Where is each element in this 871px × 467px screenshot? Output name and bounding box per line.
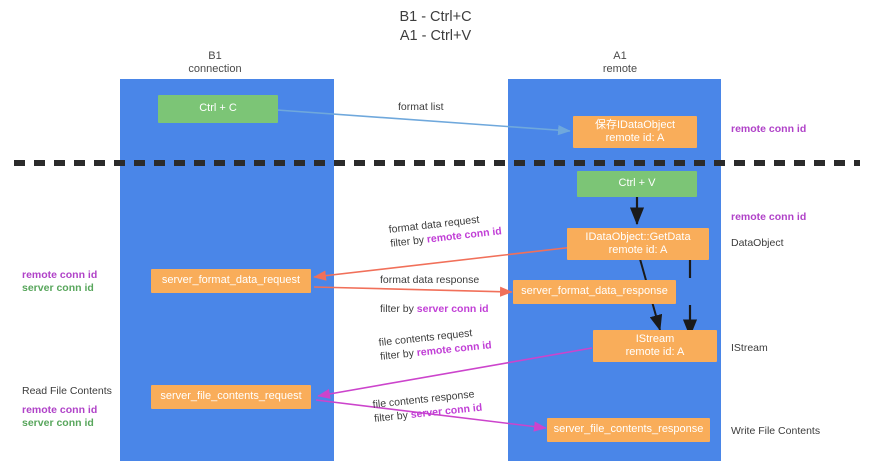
column-header-a1-sub: remote [602, 63, 638, 75]
edge-label-format-list: format list [398, 101, 444, 113]
edge-label-file-contents-response-group: file contents response filter by server … [372, 387, 483, 426]
edge-label-file-contents-request-group: file contents request filter by remote c… [378, 324, 492, 364]
edge-label-format-data-response: format data response [380, 274, 480, 286]
column-header-a1-name: A1 [613, 50, 627, 62]
node-server-file-contents-response[interactable]: server_file_contents_response [547, 418, 710, 442]
node-server-file-contents-request[interactable]: server_file_contents_request [151, 385, 311, 409]
edge-label-format-data-request-group: format data request filter by remote con… [388, 210, 502, 251]
annotation-right-dataobject: DataObject [731, 237, 784, 249]
node-idataobject-getdata-line2: remote id: A [608, 244, 668, 256]
node-idataobject-getdata[interactable]: IDataObject::GetData remote id: A [567, 228, 709, 260]
annotation-left-low-remote-conn-id: remote conn id [22, 404, 98, 416]
filter-prefix: filter by [389, 233, 428, 250]
annotation-left-low-server-conn-id: server conn id [22, 417, 94, 429]
node-server-file-contents-request-label: server_file_contents_request [160, 390, 302, 403]
filter-prefix: filter by [379, 347, 418, 363]
node-istream-line2: remote id: A [625, 346, 685, 358]
filter-prefix: filter by [380, 303, 417, 315]
filter-key-server-conn-id: server conn id [416, 303, 489, 315]
annotation-right-write-file-contents: Write File Contents [731, 425, 821, 437]
node-istream-line1: IStream [635, 332, 675, 345]
diagram-title-line1: B1 - Ctrl+C [399, 9, 472, 25]
column-header-b1-sub: connection [188, 63, 242, 75]
node-save-idataobject-line2: remote id: A [605, 132, 665, 144]
annotation-right-istream: IStream [731, 342, 768, 354]
node-ctrl-v-label: Ctrl + V [618, 177, 656, 190]
annotation-left-server-conn-id: server conn id [22, 282, 94, 294]
node-ctrl-v[interactable]: Ctrl + V [577, 171, 697, 197]
node-save-idataobject[interactable]: 保存IDataObject remote id: A [573, 116, 697, 148]
node-istream[interactable]: IStream remote id: A [593, 330, 717, 362]
annotation-right-remote-conn-id-mid: remote conn id [731, 211, 807, 223]
node-server-format-data-request-label: server_format_data_request [161, 274, 301, 287]
node-save-idataobject-line1: 保存IDataObject [594, 118, 676, 131]
filter-prefix: filter by [373, 409, 412, 425]
annotation-read-file-contents: Read File Contents [22, 385, 112, 397]
column-header-b1-name: B1 [208, 50, 222, 62]
node-idataobject-getdata-line1: IDataObject::GetData [585, 230, 691, 243]
node-server-format-data-response-label: server_format_data_response [521, 285, 668, 298]
annotation-right-remote-conn-id-top: remote conn id [731, 123, 807, 135]
diagram-title-line2: A1 - Ctrl+V [399, 28, 472, 44]
node-server-format-data-request[interactable]: server_format_data_request [151, 269, 311, 293]
node-ctrl-c-label: Ctrl + C [199, 102, 237, 115]
edge-label-format-data-response-group: format data response filter by server co… [380, 273, 489, 316]
annotation-left-remote-conn-id: remote conn id [22, 269, 98, 281]
node-ctrl-c[interactable]: Ctrl + C [158, 95, 278, 123]
node-server-file-contents-response-label: server_file_contents_response [553, 423, 704, 436]
edge-label-format-data-response-filter: filter by server conn id [380, 302, 489, 316]
node-server-format-data-response[interactable]: server_format_data_response [513, 280, 676, 304]
